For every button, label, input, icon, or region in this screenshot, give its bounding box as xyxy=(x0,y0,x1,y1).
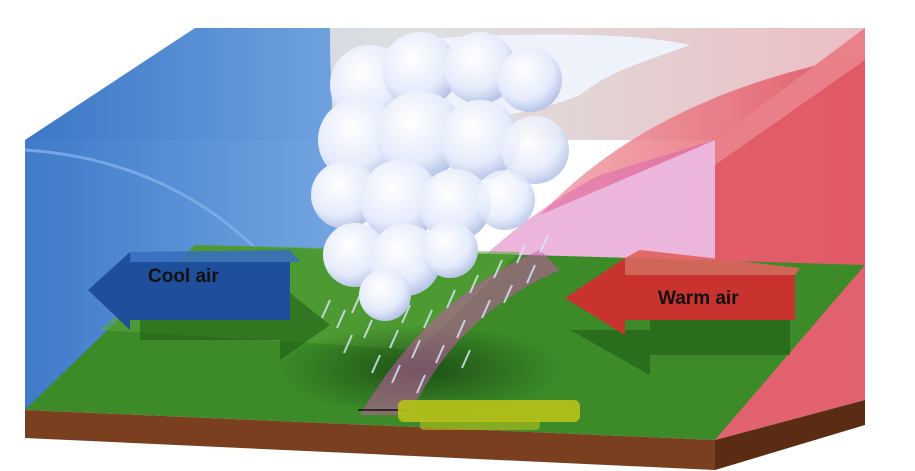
front-label-highlight xyxy=(398,400,580,422)
storm-cloud xyxy=(311,32,690,321)
cool-air-arrow-top xyxy=(130,250,300,262)
warm-air-arrow-top xyxy=(625,250,800,275)
warm-air-arrow[interactable] xyxy=(565,258,795,335)
soil-front xyxy=(25,410,715,470)
soil-side xyxy=(715,400,865,470)
cool-air-arrow[interactable] xyxy=(88,252,290,330)
box-right-face-top xyxy=(715,28,865,165)
rain-streaks xyxy=(321,234,549,394)
front-label-highlight-under xyxy=(420,420,540,430)
frontal-slope xyxy=(360,140,715,415)
warm-air-label: Warm air xyxy=(658,288,739,309)
cool-air-label: Cool air xyxy=(148,266,219,287)
